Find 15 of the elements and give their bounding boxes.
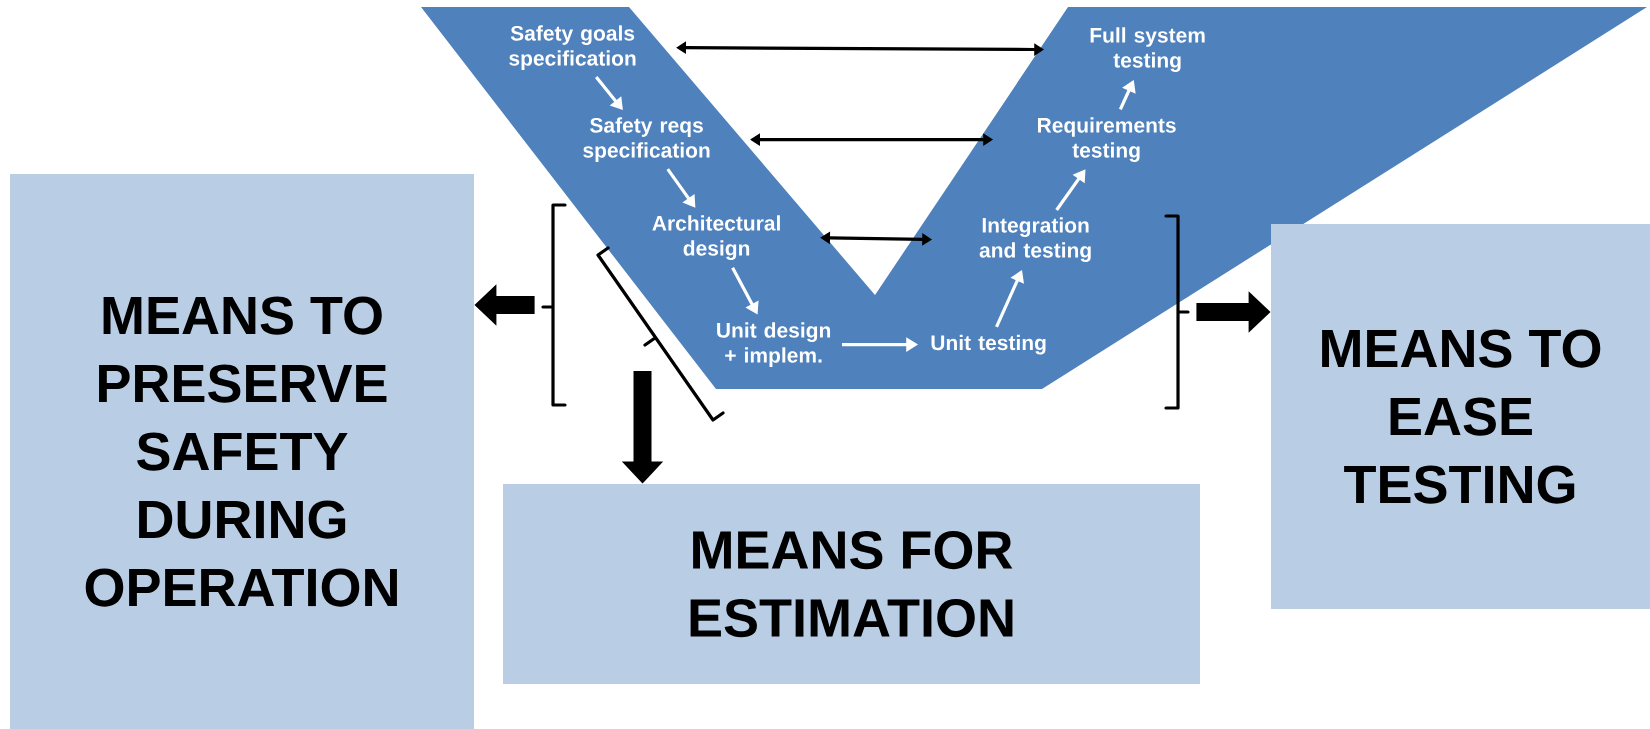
step-label: Architectural design bbox=[652, 215, 780, 260]
step-label: Unit design + implem. bbox=[717, 322, 831, 367]
arrow bbox=[666, 168, 696, 208]
step-label: Integration and testing bbox=[979, 217, 1091, 262]
text-box: MEANS FOR ESTIMATION bbox=[503, 484, 1200, 684]
step-label: Full system testing bbox=[1090, 27, 1205, 72]
text-box: MEANS TO EASE TESTING bbox=[1271, 224, 1650, 609]
step-label: Safety reqs specification bbox=[583, 117, 710, 162]
text-box: MEANS TO PRESERVE SAFETY DURING OPERATION bbox=[10, 174, 474, 729]
v-shaped-band bbox=[421, 7, 1647, 389]
step-label: Safety goals specification bbox=[509, 25, 636, 70]
step-label: Requirements testing bbox=[1038, 117, 1176, 162]
brace bbox=[1164, 214, 1190, 410]
step-label: Unit testing bbox=[931, 334, 1046, 355]
brace bbox=[541, 203, 567, 407]
